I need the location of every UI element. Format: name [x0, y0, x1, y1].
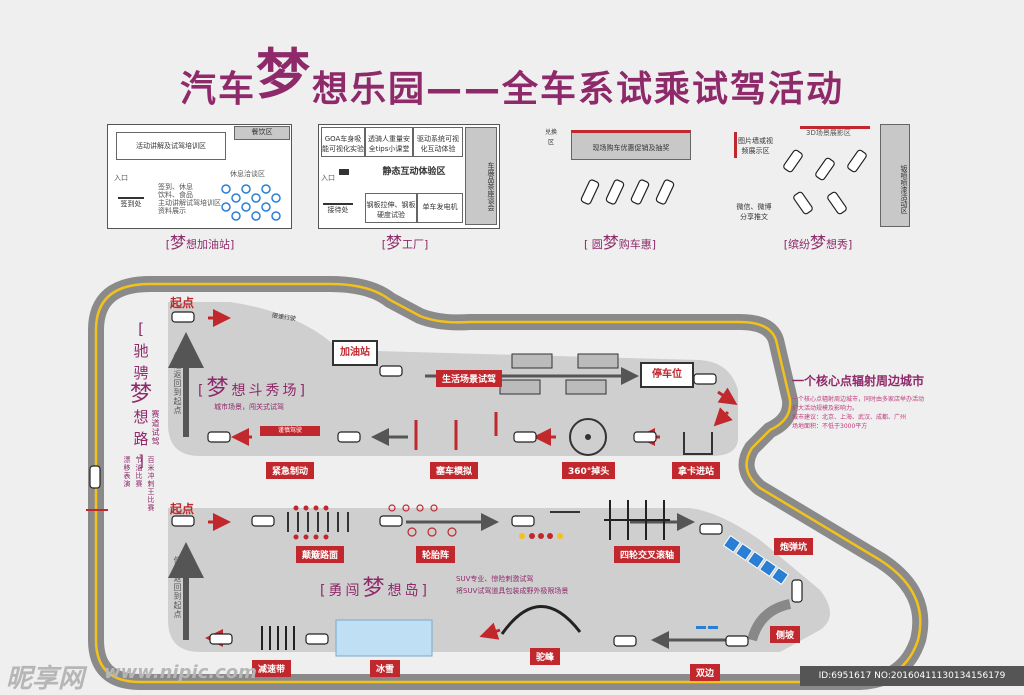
station-speedbump: 减速带	[252, 660, 292, 677]
exchange-box: 兑换区	[544, 129, 557, 146]
station-axle: 四轮交叉滚轴	[614, 546, 681, 563]
side-box: 车展品茶座谈会	[465, 127, 497, 225]
paint-area: 钣喷喷漆活动区	[880, 124, 910, 227]
static-car-icon	[339, 169, 349, 175]
race-col-1: 百米冲刺王比赛	[147, 456, 155, 512]
life-scene-label: 生活场景试驾	[436, 370, 503, 387]
list-3: 主动讲解试驾培训区	[158, 199, 221, 207]
race-label: 赛道试驾	[151, 410, 160, 446]
zone-factory-caption: [梦工厂]	[381, 233, 429, 252]
list-2: 饮料、食品	[158, 191, 193, 199]
station-emergency: 紧急制动	[266, 462, 315, 479]
caution-sign: 谨慎驾驶	[260, 426, 320, 436]
model-label: 3D场景展影区	[806, 129, 851, 137]
show-top-line	[800, 126, 870, 129]
signin-desk: 签到处	[118, 197, 144, 208]
page-title: 汽车梦想乐园——全车系试乘试驾活动	[179, 43, 845, 110]
gas-station-box: 加油站	[332, 340, 378, 366]
rest-tables-icon	[221, 184, 281, 221]
goa-box: GOA车身吸能可视化实验	[321, 127, 365, 157]
entrance-label: 入口	[114, 174, 128, 182]
lower-course	[168, 508, 830, 652]
activity-area: 活动讲解及试驾培训区	[116, 132, 226, 160]
station-card: 拿卡进站	[672, 462, 721, 479]
core-city-line-1: 一个核心点辐射周边城市，同时由多家店举办活动	[792, 396, 925, 403]
station-slalom: 塞车模拟	[430, 462, 479, 479]
watermark-url: www.nipic.com	[104, 662, 257, 683]
core-city-line-4: 场地面积：不低于3000平方	[792, 423, 868, 430]
start-label-upper: 起点	[170, 296, 195, 310]
upper-course-title: [梦想斗秀场]	[198, 376, 308, 401]
static-area: 静态互动体验区	[382, 167, 446, 177]
dining-area: 餐饮区	[234, 126, 290, 140]
start-label-lower: 起点	[170, 502, 195, 516]
zone-purchase-caption: [ 圆梦购车惠]	[583, 233, 657, 252]
station-bullet: 炮弹坑	[774, 538, 814, 555]
return-label-lower: 低速返回到起点	[173, 556, 182, 619]
list-1: 签到、休息	[158, 183, 193, 191]
zone-gas-caption: [梦想加油站]	[165, 233, 235, 252]
station-bumpy: 颠簸路面	[296, 546, 345, 563]
watermark-brand: 昵享网	[6, 664, 85, 694]
watermark-id: ID:6951617 NO:20160411130134156179	[800, 666, 1024, 686]
reception-box: 接待处	[323, 203, 353, 215]
station-ice: 冰雪	[370, 660, 401, 677]
core-city-line-3: 城市建议：北京、上海、武汉、成都、广州	[792, 414, 907, 421]
lower-course-sub1: SUV专业、惊险刺激试驾	[456, 575, 534, 583]
core-city-title: 一个核心点辐射周边城市	[792, 374, 925, 388]
return-label-upper: 低速返回到起点	[173, 352, 182, 415]
left-race-title: [ 驰 骋 梦 想 路 ]	[129, 320, 152, 470]
station-tire: 轮胎阵	[416, 546, 456, 563]
zone-show: 图片墙或视频展示区 3D场景展影区 钣喷喷漆活动区 微信、微博分享推文	[730, 124, 910, 227]
upper-course-sub: 城市场景，闯关式试驾	[214, 403, 284, 411]
race-col-3: 漂移表演	[123, 456, 131, 488]
show-cars-icon	[783, 149, 867, 215]
zone-gas-station: 活动讲解及试驾培训区 餐饮区 休息洽谈区 入口 签到处 签到、休息 饮料、食品 …	[107, 124, 292, 229]
lower-course-sub2: 将SUV试驾道具包装成野外极限场景	[456, 587, 569, 595]
station-slope: 侧坡	[770, 626, 801, 643]
lower-course-title: [勇闯梦想岛]	[320, 576, 430, 601]
z2-entrance: 入口	[321, 174, 335, 182]
tips-box: 透骑人重量安全tips小课堂	[365, 127, 413, 157]
promo-cars-icon	[580, 179, 675, 205]
zone-show-caption: [缤纷梦想秀]	[783, 233, 853, 252]
station-double: 双边	[690, 664, 721, 681]
zone-purchase: 兑换区 现场购车优惠促销及抽奖	[535, 124, 695, 227]
station-hump: 驼峰	[530, 648, 561, 665]
list-4: 资料展示	[158, 207, 186, 215]
station-360: 360°掉头	[562, 462, 616, 479]
race-col-2: 节油比赛	[135, 456, 143, 488]
plate-box: 钢板拉伸、钢板硬度试验	[365, 193, 417, 223]
vis-box: 驱动系统可视化互动体验	[413, 127, 463, 157]
zone-factory: GOA车身吸能可视化实验 透骑人重量安全tips小课堂 驱动系统可视化互动体验 …	[318, 124, 500, 229]
photo-box: 图片墙或视频展示区	[734, 132, 774, 158]
single-box: 单车发电机	[417, 193, 463, 223]
micro-box: 微信、微博分享推文	[736, 203, 772, 221]
core-city-line-2: 扩大活动规模及影响力。	[792, 405, 859, 412]
promo-bar: 现场购车优惠促销及抽奖	[571, 130, 691, 160]
parking-box: 停车位	[640, 362, 694, 388]
rest-label: 休息洽谈区	[230, 170, 265, 178]
